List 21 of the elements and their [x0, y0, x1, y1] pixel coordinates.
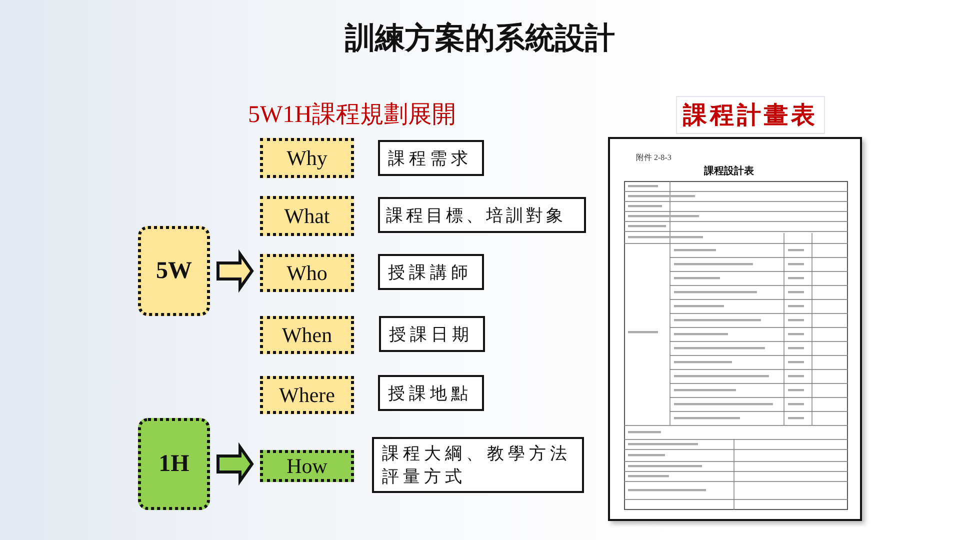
question-box: Who	[260, 254, 354, 292]
section-heading: 5W1H課程規劃展開	[248, 101, 456, 130]
category-box: 1H	[138, 418, 210, 510]
question-box: How	[260, 450, 354, 482]
description-box: 授課日期	[379, 316, 485, 352]
description-box: 授課講師	[378, 254, 484, 290]
slide-title: 訓練方案的系統設計	[344, 20, 616, 58]
form-title: 課程設計表	[704, 164, 754, 178]
description-box: 課程大綱、教學方法評量方式	[372, 437, 584, 493]
attachment-number: 附件 2-8-3	[636, 152, 672, 163]
question-box: Where	[260, 376, 354, 414]
description-box: 課程目標、培訓對象	[378, 197, 586, 233]
question-box: What	[260, 196, 354, 236]
block-arrow	[216, 249, 254, 293]
question-box: When	[260, 316, 354, 354]
section-heading: 課程計畫表	[676, 96, 825, 134]
block-arrow	[216, 442, 254, 486]
description-box: 課程需求	[378, 140, 484, 176]
description-box: 授課地點	[378, 375, 484, 411]
category-box: 5W	[138, 226, 210, 316]
question-box: Why	[260, 138, 354, 178]
